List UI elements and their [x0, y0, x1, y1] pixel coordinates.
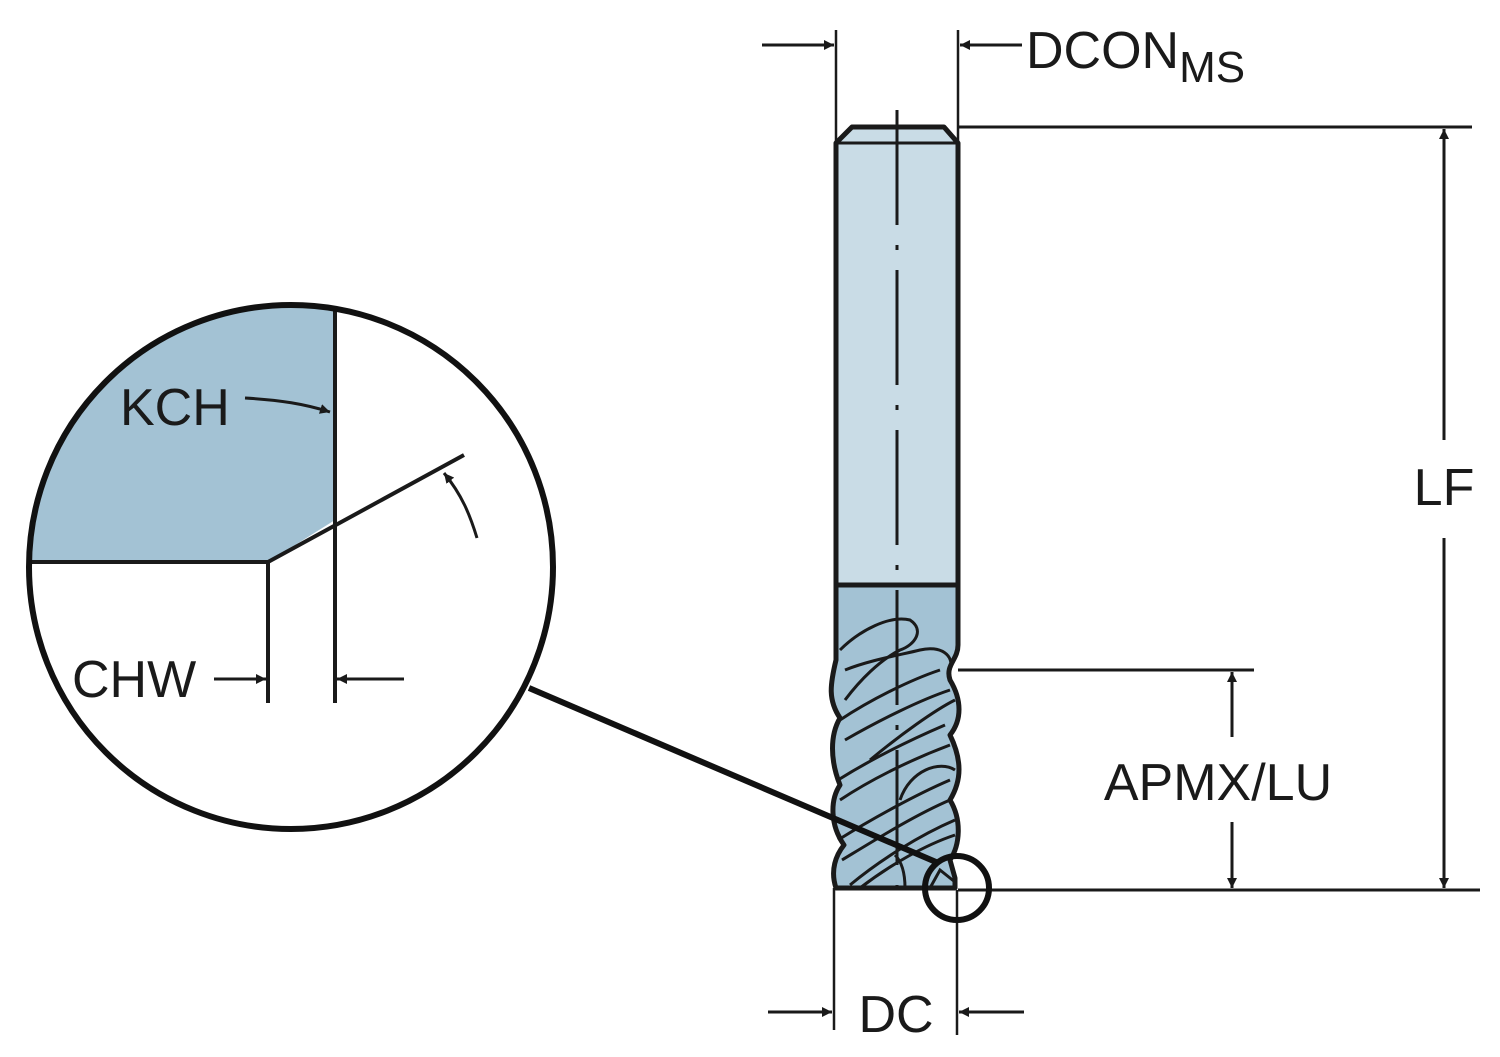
chw-label: CHW: [72, 651, 196, 709]
detail-marker-circle: [922, 853, 992, 923]
helical-flutes: [837, 617, 956, 890]
kch-label: KCH: [120, 379, 230, 437]
end-mill-tool: [828, 110, 962, 895]
dcon-subscript: MS: [1179, 43, 1245, 92]
dc-label: DC: [858, 986, 933, 1044]
dc-dimension: DC: [768, 888, 1024, 1044]
detail-circle: [26, 302, 556, 832]
dcon-dimension: DCONMS: [762, 22, 1245, 143]
chamfer-detail-view: KCH CHW: [26, 302, 556, 832]
dcon-label: DCON: [1026, 22, 1179, 80]
lf-dimension: LF: [958, 125, 1475, 888]
svg-text:DCONMS: DCONMS: [1026, 22, 1245, 92]
lf-label: LF: [1414, 459, 1475, 517]
apmx-lu-label: APMX/LU: [1104, 754, 1332, 812]
detail-leader-line: [527, 685, 938, 865]
apmx-lu-dimension: APMX/LU: [958, 668, 1480, 892]
